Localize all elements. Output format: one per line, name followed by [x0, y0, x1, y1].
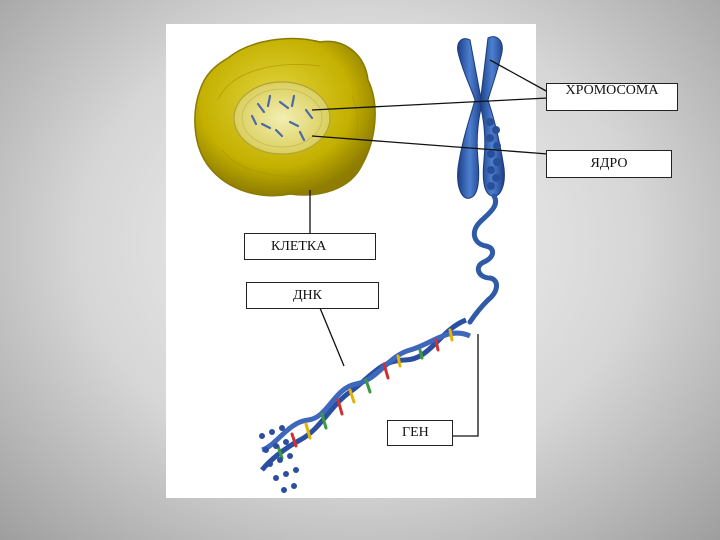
label-connectors [309, 59, 549, 437]
label-cell: КЛЕТКА [244, 233, 376, 260]
label-gene: ГЕН [387, 420, 453, 446]
label-nucleus: ЯДРО [546, 150, 672, 178]
label-dna: ДНК [246, 282, 379, 309]
label-chromosome: ХРОМОСОМА [546, 83, 678, 111]
nucleus-illustration [233, 81, 331, 155]
chromosome-illustration [457, 36, 505, 199]
dna-helix-illustration [259, 317, 472, 493]
chromatin-coil-illustration [467, 193, 499, 325]
